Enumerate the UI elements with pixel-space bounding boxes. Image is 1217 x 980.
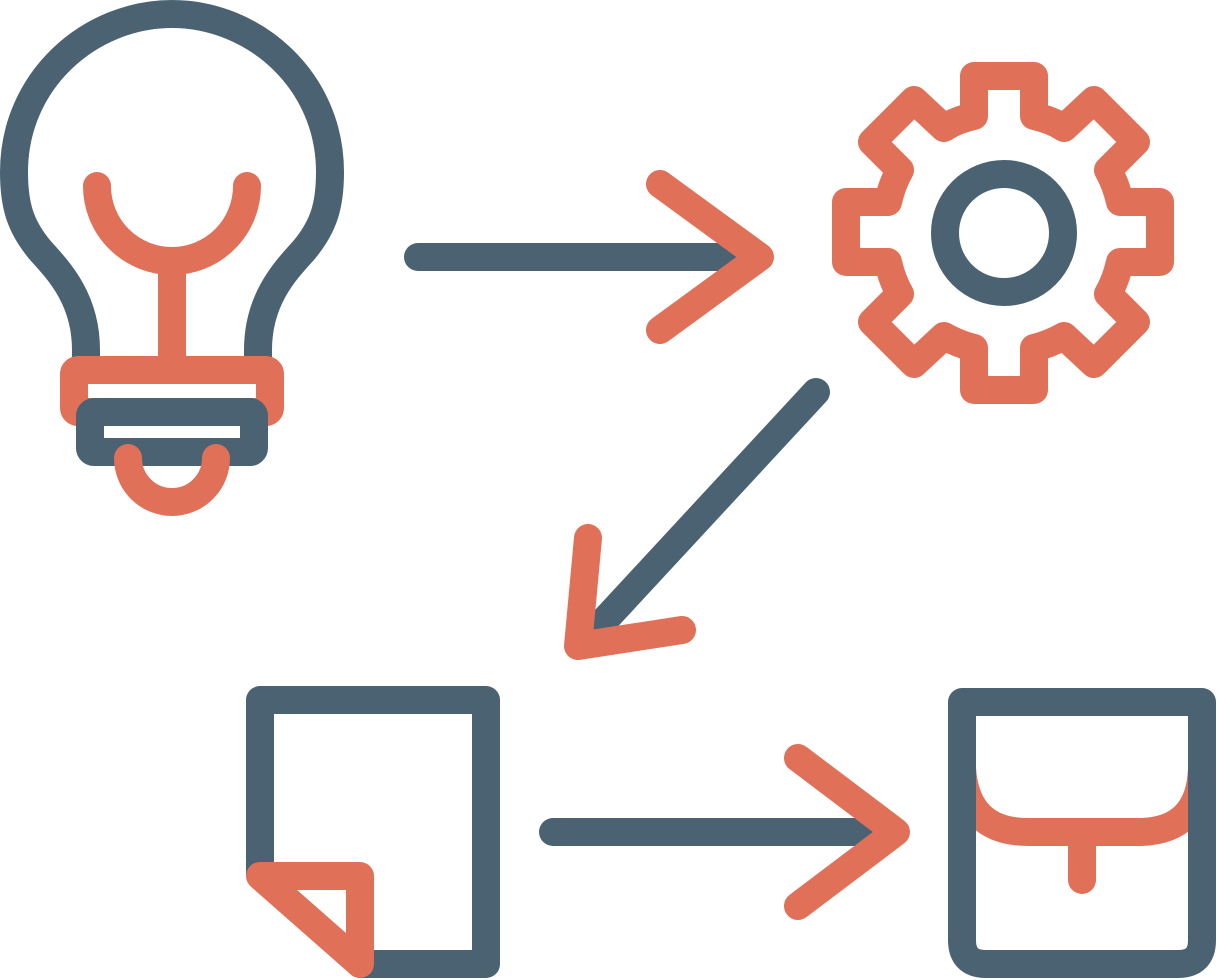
- document-fold: [246, 862, 374, 978]
- arrow-head: [784, 744, 910, 920]
- bulb-base-lower: [76, 398, 268, 466]
- arrow-shaft: [589, 378, 830, 636]
- gear-icon: [832, 62, 1174, 404]
- arrow-right-icon: [539, 744, 910, 920]
- bulb-tip: [114, 444, 230, 516]
- arrow-right-icon: [404, 170, 774, 344]
- bulb-outline: [0, 0, 344, 384]
- gear-outline: [832, 62, 1174, 404]
- briefcase-body: [948, 688, 1216, 978]
- lightbulb-icon: [0, 0, 344, 516]
- arrow-head: [564, 524, 696, 660]
- gear-hub: [931, 160, 1077, 306]
- document-icon: [246, 686, 500, 978]
- arrow-head: [646, 170, 774, 344]
- briefcase-icon: [948, 688, 1216, 978]
- document-page: [246, 686, 500, 978]
- arrow-down-left-icon: [564, 378, 830, 660]
